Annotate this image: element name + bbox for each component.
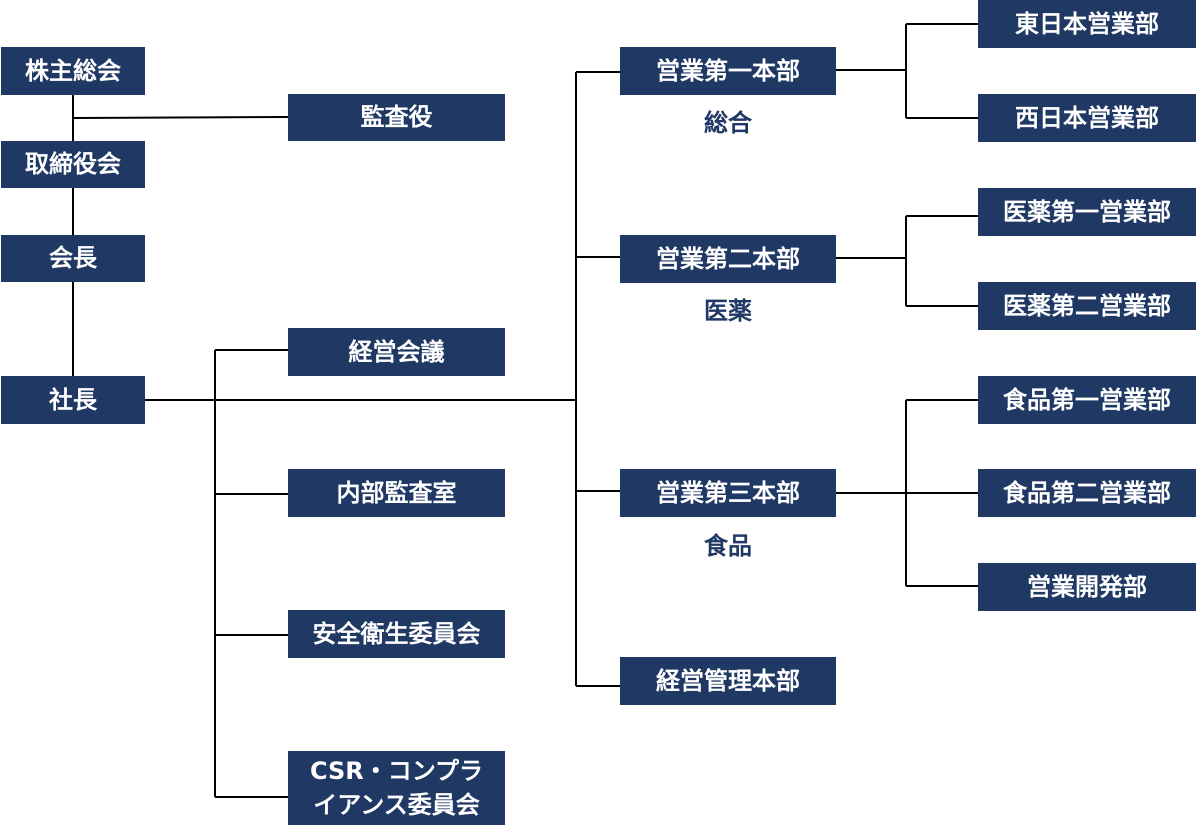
node-pharma1: 医薬第一営業部 xyxy=(978,188,1196,236)
label-sales-hq3-sub: 食品 xyxy=(704,532,752,560)
node-food1: 食品第一営業部 xyxy=(978,376,1196,424)
connector-to-auditor xyxy=(72,116,289,119)
node-sales-hq3: 営業第三本部 xyxy=(620,469,836,517)
node-sales-dev: 営業開発部 xyxy=(978,563,1196,611)
node-shareholders: 株主総会 xyxy=(1,47,145,95)
node-auditor: 監査役 xyxy=(288,94,505,141)
node-safety-committee: 安全衛生委員会 xyxy=(288,610,505,658)
node-pharma2: 医薬第二営業部 xyxy=(978,282,1196,330)
label-sales-hq2-sub: 医薬 xyxy=(704,297,752,325)
node-mgmt-admin-hq: 経営管理本部 xyxy=(620,657,836,705)
node-west-japan: 西日本営業部 xyxy=(978,94,1196,142)
node-mgmt-meeting: 経営会議 xyxy=(288,328,505,376)
node-internal-audit: 内部監査室 xyxy=(288,469,505,517)
node-csr-committee: CSR・コンプラ イアンス委員会 xyxy=(288,751,505,825)
node-president: 社長 xyxy=(1,376,145,424)
csr-line-1: CSR・コンプラ xyxy=(309,757,484,785)
csr-line-2: イアンス委員会 xyxy=(313,791,480,819)
node-east-japan: 東日本営業部 xyxy=(978,0,1196,48)
node-sales-hq1: 営業第一本部 xyxy=(620,47,836,95)
label-sales-hq1-sub: 総合 xyxy=(704,109,752,137)
node-chairman: 会長 xyxy=(1,235,145,282)
node-food2: 食品第二営業部 xyxy=(978,469,1196,517)
node-sales-hq2: 営業第二本部 xyxy=(620,235,836,283)
node-board: 取締役会 xyxy=(1,141,145,188)
